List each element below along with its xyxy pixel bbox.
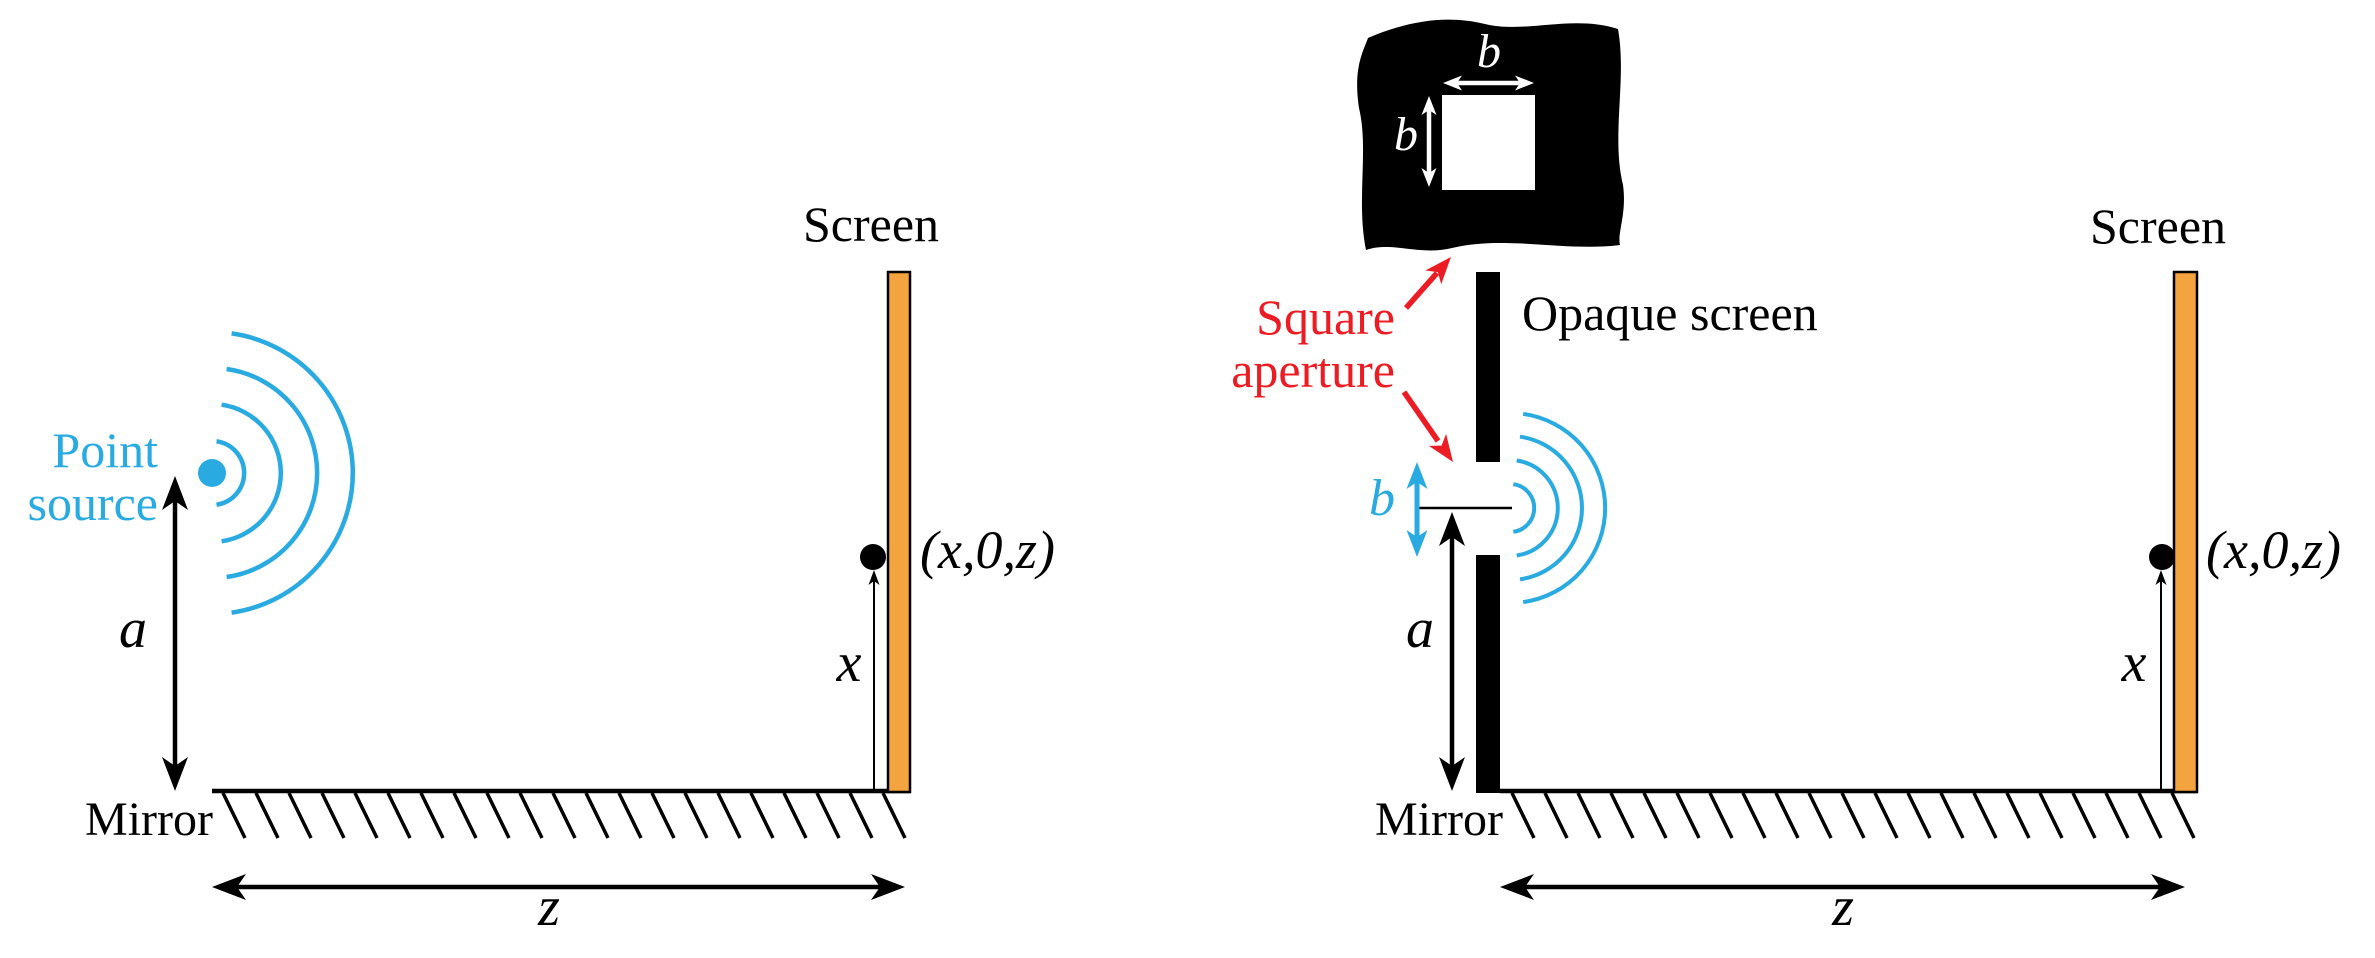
right-mirror-label: Mirror — [1375, 793, 1503, 846]
left-z-arrow — [212, 874, 905, 900]
inset-b-width-arrow — [1443, 75, 1534, 91]
diffracted-waves-icon — [1512, 411, 1608, 605]
inset-b-side-label: b — [1394, 108, 1418, 161]
left-observation-point-label: (x,0,z) — [920, 520, 1055, 580]
left-mirror-hatching — [221, 792, 907, 839]
left-screen-label: Screen — [802, 196, 940, 252]
square-aperture-hole — [1442, 95, 1535, 190]
inset-b-top-label: b — [1477, 25, 1501, 78]
square-aperture-label-line1: Square — [1256, 289, 1395, 345]
aperture-b-arrow — [1406, 462, 1428, 557]
right-screen-bar — [2172, 270, 2199, 794]
right-z-arrow — [1500, 874, 2185, 900]
square-aperture-callout-arrow-up — [1403, 250, 1459, 310]
left-observation-dot — [860, 544, 886, 570]
opaque-screen-label: Opaque screen — [1522, 285, 1818, 341]
right-x-label: x — [2121, 632, 2147, 694]
left-mirror-label: Mirror — [85, 793, 213, 846]
point-source-dot — [198, 459, 226, 487]
left-x-label: x — [836, 632, 862, 694]
square-aperture-callout-arrow-down — [1401, 390, 1462, 469]
opaque-screen-lower — [1476, 555, 1500, 793]
right-z-label: z — [1832, 876, 1854, 938]
right-a-arrow — [1439, 512, 1465, 791]
point-source-waves-icon — [216, 331, 355, 615]
right-diagram — [1357, 19, 2199, 900]
left-screen-bar — [886, 270, 912, 794]
left-a-label: a — [119, 598, 147, 660]
square-aperture-label-line2: aperture — [1231, 341, 1395, 398]
point-source-label-line1: Point — [52, 422, 158, 478]
right-observation-point-label: (x,0,z) — [2206, 520, 2341, 580]
right-a-label: a — [1406, 598, 1434, 660]
inset-b-height-arrow — [1421, 96, 1437, 187]
left-diagram — [162, 270, 912, 900]
aperture-inset — [1357, 19, 1624, 251]
left-a-arrow — [162, 476, 188, 791]
left-z-label: z — [538, 876, 560, 938]
aperture-b-label: b — [1369, 470, 1395, 527]
point-source-label: Point source — [18, 422, 159, 531]
right-screen-label: Screen — [2089, 198, 2227, 254]
square-aperture-label: Square aperture — [1195, 291, 1395, 396]
right-mirror-hatching — [1510, 792, 2196, 839]
right-observation-dot — [2149, 544, 2175, 570]
point-source-label-line2: source — [27, 474, 159, 531]
left-x-arrow — [868, 570, 880, 789]
right-x-arrow — [2155, 570, 2167, 789]
opaque-screen-upper — [1476, 272, 1500, 462]
